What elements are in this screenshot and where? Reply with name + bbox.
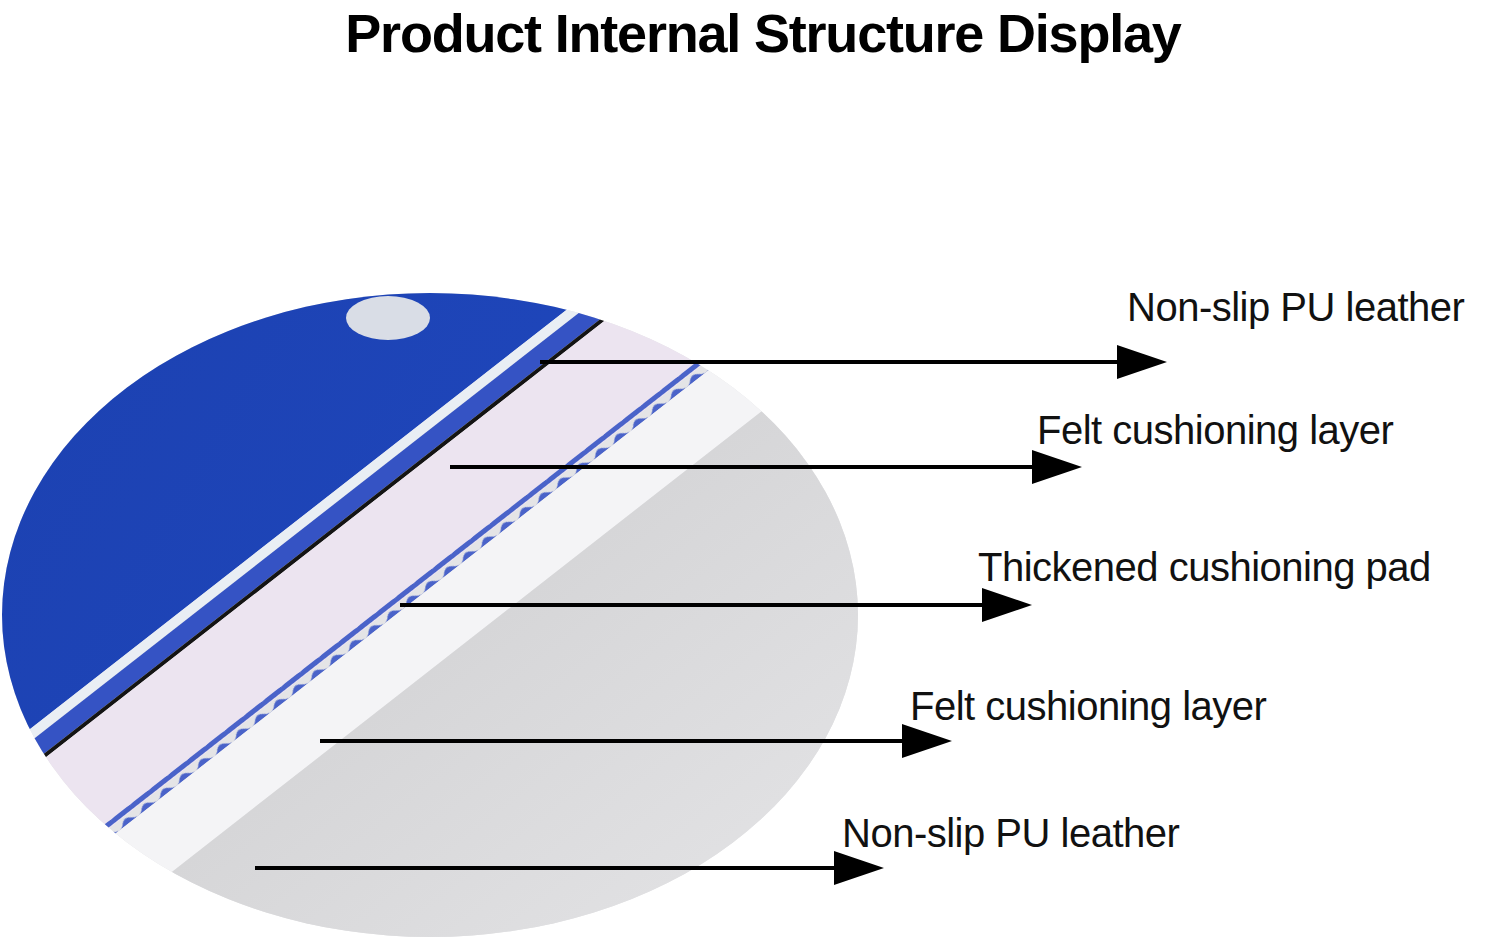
part-label: Non-slip PU leather [842,810,1179,856]
leader-line [540,360,1125,364]
part-label: Thickened cushioning pad [978,544,1431,590]
leader-line [320,739,910,743]
part-label: Felt cushioning layer [1037,407,1393,453]
arrowhead [902,724,952,758]
highlight [346,296,430,340]
diagram-title: Product Internal Structure Display [0,2,1500,64]
part-label: Felt cushioning layer [910,683,1266,729]
arrowhead [834,851,884,885]
leader-line [450,465,1040,469]
leader-line [255,866,842,870]
leader-arrows [255,345,1167,885]
arrowhead [1117,345,1167,379]
arrowhead [982,588,1032,622]
part-label: Non-slip PU leather [1127,284,1464,330]
leader-line [400,603,990,607]
arrowhead [1032,450,1082,484]
shadow [0,44,1500,938]
